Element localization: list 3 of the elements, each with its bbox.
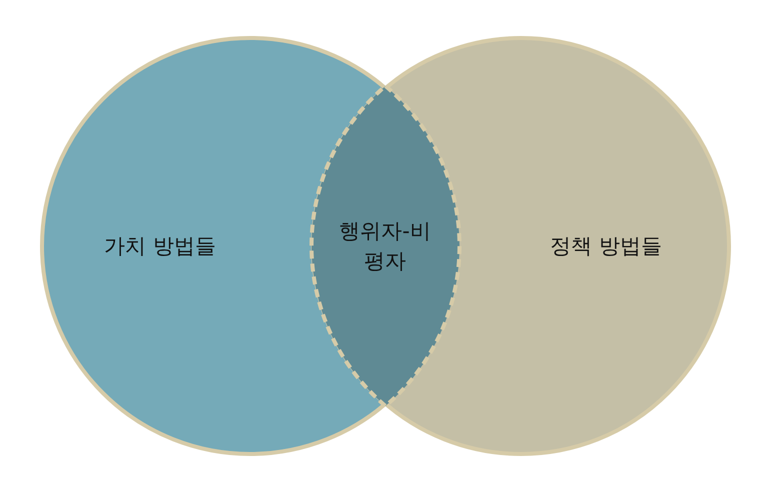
set-label: 행위자-비평자 xyxy=(338,218,432,275)
set-label: 가치 방법들 xyxy=(103,233,217,260)
set-label: 정책 방법들 xyxy=(549,233,663,260)
